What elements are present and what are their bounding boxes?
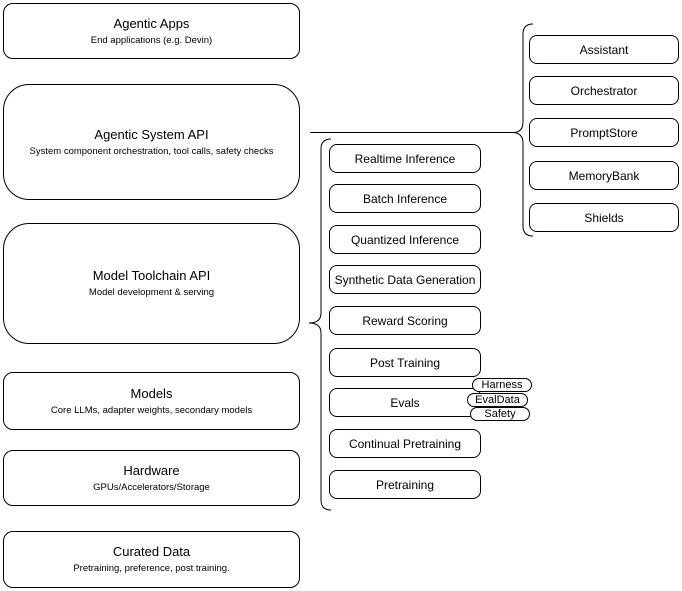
node-hardware-title: Hardware bbox=[123, 462, 180, 478]
node-post-training: Post Training bbox=[329, 348, 481, 377]
brace-middle-column bbox=[308, 138, 332, 511]
node-model-toolchain-api: Model Toolchain API Model development & … bbox=[3, 223, 300, 344]
pill-safety: Safety bbox=[470, 407, 530, 421]
node-shields-label: Shields bbox=[584, 210, 624, 225]
node-evals-label: Evals bbox=[390, 395, 420, 410]
node-realtime-inference: Realtime Inference bbox=[329, 144, 481, 173]
node-assistant: Assistant bbox=[529, 35, 679, 64]
node-agentic-system-api-title: Agentic System API bbox=[94, 126, 209, 142]
node-orchestrator-label: Orchestrator bbox=[570, 83, 638, 98]
node-post-training-label: Post Training bbox=[369, 355, 441, 370]
pill-harness-label: Harness bbox=[481, 379, 523, 391]
node-shields: Shields bbox=[529, 203, 679, 232]
node-agentic-apps-title: Agentic Apps bbox=[113, 15, 190, 31]
node-synthetic-data-generation: Synthetic Data Generation bbox=[329, 265, 481, 294]
pill-harness: Harness bbox=[472, 378, 532, 392]
node-quantized-inference: Quantized Inference bbox=[329, 225, 481, 254]
node-model-toolchain-api-title: Model Toolchain API bbox=[92, 268, 211, 283]
node-reward-scoring: Reward Scoring bbox=[329, 306, 481, 335]
node-agentic-system-api-subtitle: System component orchestration, tool cal… bbox=[29, 145, 274, 157]
node-curated-data: Curated Data Pretraining, preference, po… bbox=[3, 531, 300, 588]
node-pretraining-label: Pretraining bbox=[375, 477, 435, 492]
node-model-toolchain-api-subtitle: Model development & serving bbox=[88, 287, 215, 298]
node-assistant-label: Assistant bbox=[579, 42, 629, 57]
node-continual-pretraining-label: Continual Pretraining bbox=[348, 436, 462, 451]
node-quantized-inference-label: Quantized Inference bbox=[350, 232, 460, 247]
node-batch-inference: Batch Inference bbox=[329, 184, 481, 213]
pill-evaldata-label: EvalData bbox=[475, 394, 520, 406]
node-models: Models Core LLMs, adapter weights, secon… bbox=[3, 372, 300, 430]
pill-safety-label: Safety bbox=[484, 408, 516, 420]
node-agentic-system-api: Agentic System API System component orch… bbox=[3, 84, 300, 200]
node-evals: Evals bbox=[329, 388, 481, 417]
node-synthetic-data-generation-label: Synthetic Data Generation bbox=[334, 272, 476, 287]
node-realtime-inference-label: Realtime Inference bbox=[354, 151, 456, 166]
node-curated-data-subtitle: Pretraining, preference, post training. bbox=[73, 563, 230, 574]
node-pretraining: Pretraining bbox=[329, 470, 481, 499]
node-orchestrator: Orchestrator bbox=[529, 76, 679, 105]
node-promptstore-label: PromptStore bbox=[570, 125, 638, 140]
node-agentic-apps-subtitle: End applications (e.g. Devin) bbox=[90, 34, 213, 46]
node-reward-scoring-label: Reward Scoring bbox=[362, 313, 448, 328]
node-models-subtitle: Core LLMs, adapter weights, secondary mo… bbox=[50, 404, 253, 416]
pill-evaldata: EvalData bbox=[467, 393, 528, 407]
node-batch-inference-label: Batch Inference bbox=[362, 191, 448, 206]
node-agentic-apps: Agentic Apps End applications (e.g. Devi… bbox=[3, 3, 300, 59]
node-models-title: Models bbox=[130, 385, 173, 401]
node-promptstore: PromptStore bbox=[529, 118, 679, 147]
node-memorybank: MemoryBank bbox=[529, 161, 679, 190]
node-curated-data-title: Curated Data bbox=[112, 544, 191, 559]
node-memorybank-label: MemoryBank bbox=[568, 168, 640, 183]
node-hardware: Hardware GPUs/Accelerators/Storage bbox=[3, 450, 300, 506]
node-continual-pretraining: Continual Pretraining bbox=[329, 429, 481, 458]
node-hardware-subtitle: GPUs/Accelerators/Storage bbox=[93, 481, 210, 493]
